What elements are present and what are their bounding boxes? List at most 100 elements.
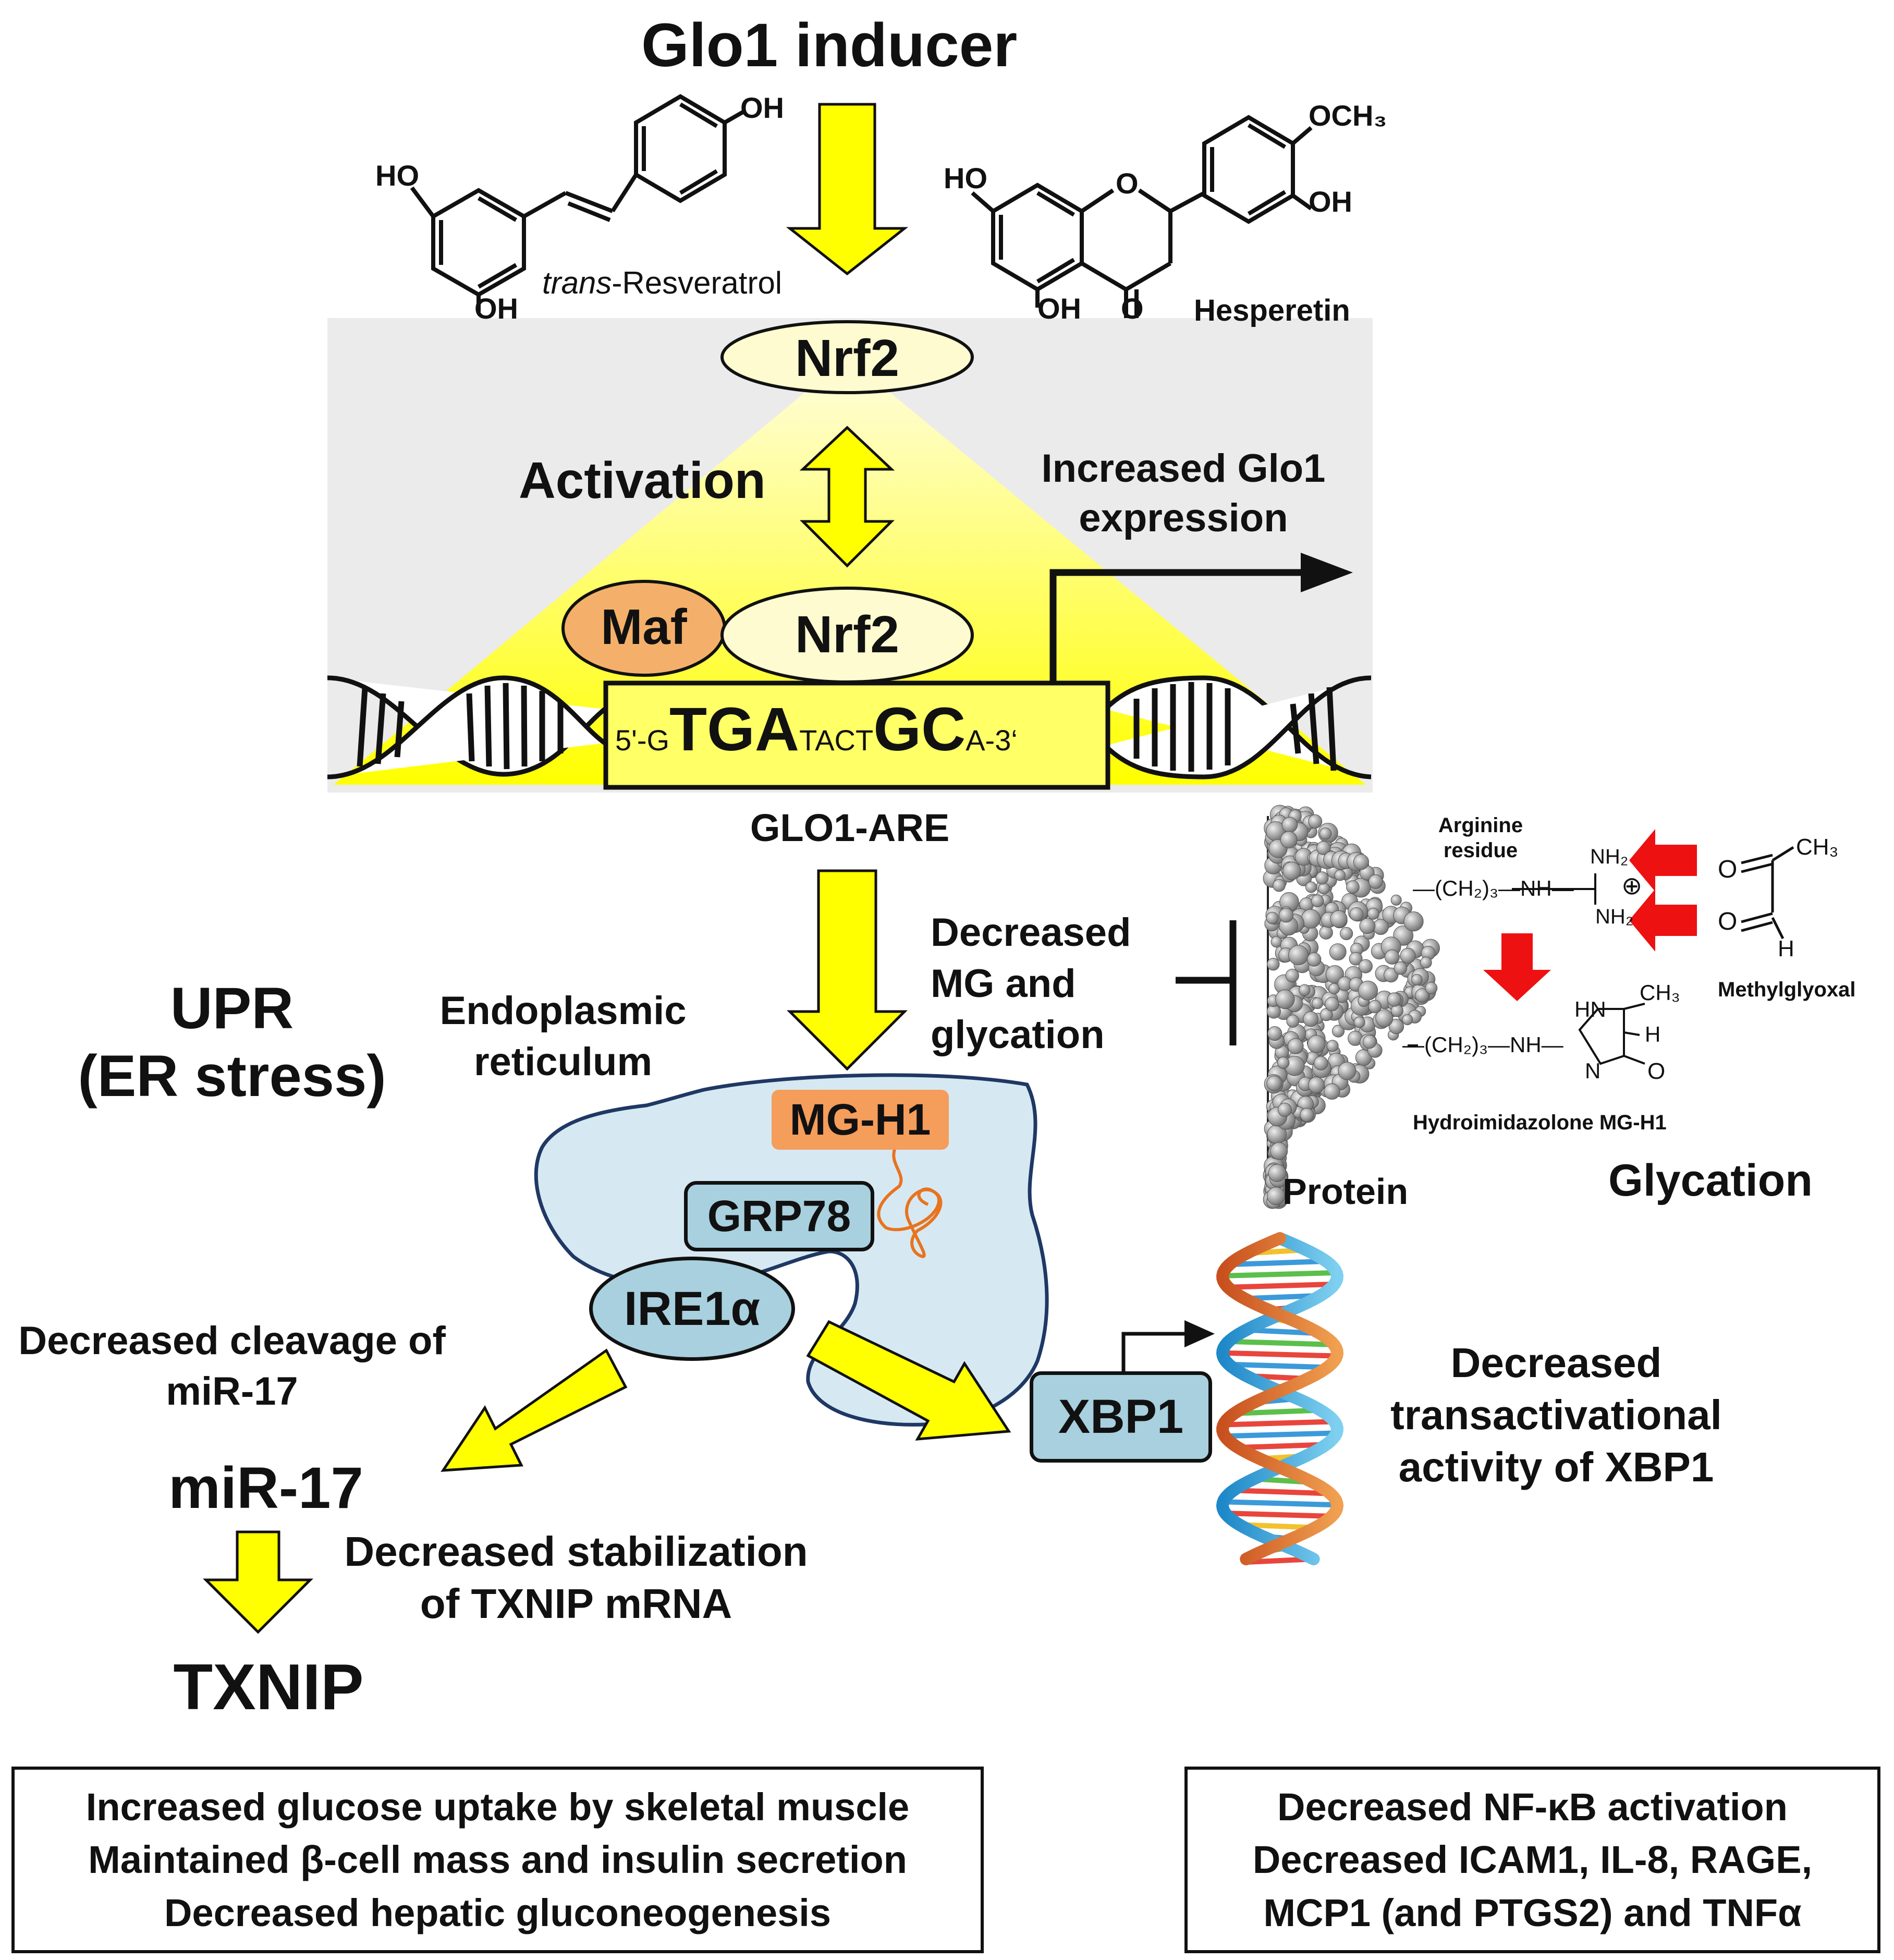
dna-base-pair bbox=[1223, 1270, 1337, 1279]
resveratrol-oh-bottom: OH bbox=[474, 292, 518, 325]
protein-atom-sphere bbox=[1349, 907, 1364, 921]
protein-atom-sphere bbox=[1375, 1009, 1394, 1027]
mir17-to-txnip-arrow bbox=[202, 1530, 314, 1634]
arginine-structure bbox=[1408, 873, 1645, 1065]
protein-atom-sphere bbox=[1301, 909, 1321, 929]
dna-base-pair bbox=[1222, 1350, 1338, 1359]
misfolded-protein-squiggle bbox=[877, 1143, 943, 1259]
protein-atom-sphere bbox=[1266, 911, 1279, 924]
hesperetin-keto-o: O bbox=[1121, 292, 1144, 325]
protein-atom-sphere bbox=[1420, 956, 1432, 969]
decreased-mg-line2: MG and bbox=[931, 961, 1076, 1006]
ire1-to-mir17-arrow bbox=[441, 1348, 628, 1472]
protein-atom-sphere bbox=[1305, 881, 1317, 893]
hesperetin-name: Hesperetin bbox=[1194, 294, 1350, 327]
protein-atom-sphere bbox=[1286, 1014, 1300, 1028]
nrf2-bound-ellipse bbox=[720, 587, 974, 684]
decreased-stabilization-line2: of TXNIP mRNA bbox=[420, 1580, 732, 1627]
hesperetin-oh-right: OH bbox=[1309, 185, 1352, 218]
expression-arrowhead bbox=[1301, 553, 1353, 592]
ring-n: N bbox=[1585, 1058, 1601, 1083]
mgh1-chain: —(CH₂)₃—NH— bbox=[1402, 1032, 1563, 1057]
ring-hn: HN bbox=[1574, 997, 1606, 1021]
outcome-left-line2: Maintained β-cell mass and insulin secre… bbox=[88, 1838, 907, 1882]
ring-o: O bbox=[1647, 1058, 1666, 1084]
hesperetin-ho-left: HO bbox=[944, 162, 987, 194]
protein-atom-sphere bbox=[1282, 861, 1301, 880]
outcome-box-left: Increased glucose uptake by skeletal mus… bbox=[11, 1767, 984, 1953]
protein-atom-sphere bbox=[1273, 879, 1286, 892]
activation-label: Activation bbox=[519, 452, 766, 509]
are-seq-gc: GC bbox=[873, 695, 966, 764]
protein-atom-sphere bbox=[1299, 984, 1311, 996]
nh2-top: NH₂ bbox=[1590, 845, 1629, 868]
dna-backbone-strand bbox=[1216, 1232, 1344, 1565]
protein-atom-sphere bbox=[1300, 1107, 1314, 1122]
are-seq-tact: TACT bbox=[799, 724, 874, 757]
protein-atom-sphere bbox=[1319, 926, 1333, 940]
mg-o2: O bbox=[1718, 908, 1738, 935]
dna-base-pair bbox=[1223, 1499, 1337, 1508]
protein-atom-sphere bbox=[1367, 907, 1379, 920]
hesperetin-ring-o: O bbox=[1116, 167, 1139, 200]
protein-atom-sphere bbox=[1384, 949, 1400, 965]
protein-atom-sphere bbox=[1425, 982, 1438, 994]
increased-expression-line1: Increased Glo1 bbox=[1041, 446, 1326, 491]
protein-atom-sphere bbox=[1275, 989, 1295, 1009]
resveratrol-italic: trans bbox=[542, 265, 612, 300]
nrf2-top-label: Nrf2 bbox=[795, 329, 900, 387]
protein-atom-sphere bbox=[1388, 1018, 1404, 1034]
outcome-left-line3: Decreased hepatic gluconeogenesis bbox=[164, 1891, 832, 1934]
are-to-er-arrow bbox=[786, 869, 908, 1071]
protein-atom-sphere bbox=[1362, 1034, 1377, 1049]
ring-h: H bbox=[1645, 1022, 1661, 1046]
protein-atom-sphere bbox=[1400, 947, 1416, 964]
decreased-cleavage-line1: Decreased cleavage of bbox=[18, 1319, 446, 1363]
protein-atom-sphere bbox=[1277, 1102, 1292, 1117]
mg-h: H bbox=[1778, 936, 1794, 961]
protein-atom-sphere bbox=[1403, 911, 1424, 932]
protein-atom-sphere bbox=[1308, 814, 1323, 829]
er-label-line2: reticulum bbox=[473, 1040, 653, 1084]
protein-atom-sphere bbox=[1311, 894, 1324, 907]
protein-atom-sphere bbox=[1384, 967, 1399, 983]
arginine-line2: residue bbox=[1443, 839, 1518, 862]
dna-base-pair bbox=[1225, 1281, 1335, 1290]
xbp1-bent-arrow bbox=[1121, 1332, 1186, 1371]
inducer-title: Glo1 inducer bbox=[641, 11, 1018, 80]
protein-atom-sphere bbox=[1307, 1035, 1326, 1053]
protein-atom-sphere bbox=[1278, 908, 1294, 923]
maf-label: Maf bbox=[601, 599, 687, 655]
dna-base-pair bbox=[1225, 1419, 1335, 1428]
er-label-line1: Endoplasmic bbox=[439, 989, 687, 1033]
protein-atom-sphere bbox=[1340, 927, 1353, 941]
decreased-transactivation-line3: activity of XBP1 bbox=[1398, 1444, 1714, 1490]
outcome-box-right: Decreased NF-κB activation Decreased ICA… bbox=[1184, 1767, 1880, 1953]
expression-bent-arrow bbox=[1049, 569, 1301, 683]
protein-atom-sphere bbox=[1325, 996, 1339, 1012]
protein-atom-sphere bbox=[1268, 1164, 1287, 1182]
protein-atom-sphere bbox=[1312, 997, 1324, 1009]
protein-atom-sphere bbox=[1334, 869, 1346, 881]
protein-label: Protein bbox=[1282, 1171, 1409, 1212]
red-arrow-down bbox=[1483, 933, 1551, 1001]
protein-atom-sphere bbox=[1415, 988, 1429, 1003]
protein-atom-sphere bbox=[1368, 874, 1383, 889]
resveratrol-ho-left: HO bbox=[375, 159, 419, 192]
protein-atom-sphere bbox=[1277, 1056, 1290, 1069]
dna-base-pair bbox=[1225, 1511, 1335, 1519]
are-seq-tga: TGA bbox=[669, 695, 800, 764]
protein-atom-sphere bbox=[1267, 1026, 1282, 1041]
protein-atom-sphere bbox=[1319, 827, 1332, 840]
upr-subtitle: (ER stress) bbox=[78, 1043, 386, 1109]
protein-atom-sphere bbox=[1316, 841, 1331, 855]
protein-atom-sphere bbox=[1281, 817, 1298, 833]
protein-atom-sphere bbox=[1318, 882, 1330, 895]
protein-atom-sphere bbox=[1308, 1077, 1325, 1093]
protein-atom-sphere bbox=[1307, 952, 1322, 967]
protein-atom-sphere bbox=[1329, 943, 1347, 960]
protein-atom-sphere bbox=[1330, 910, 1348, 928]
upr-title: UPR bbox=[170, 976, 294, 1041]
protein-atom-sphere bbox=[1358, 980, 1378, 1001]
protein-atom-sphere bbox=[1368, 1000, 1382, 1014]
